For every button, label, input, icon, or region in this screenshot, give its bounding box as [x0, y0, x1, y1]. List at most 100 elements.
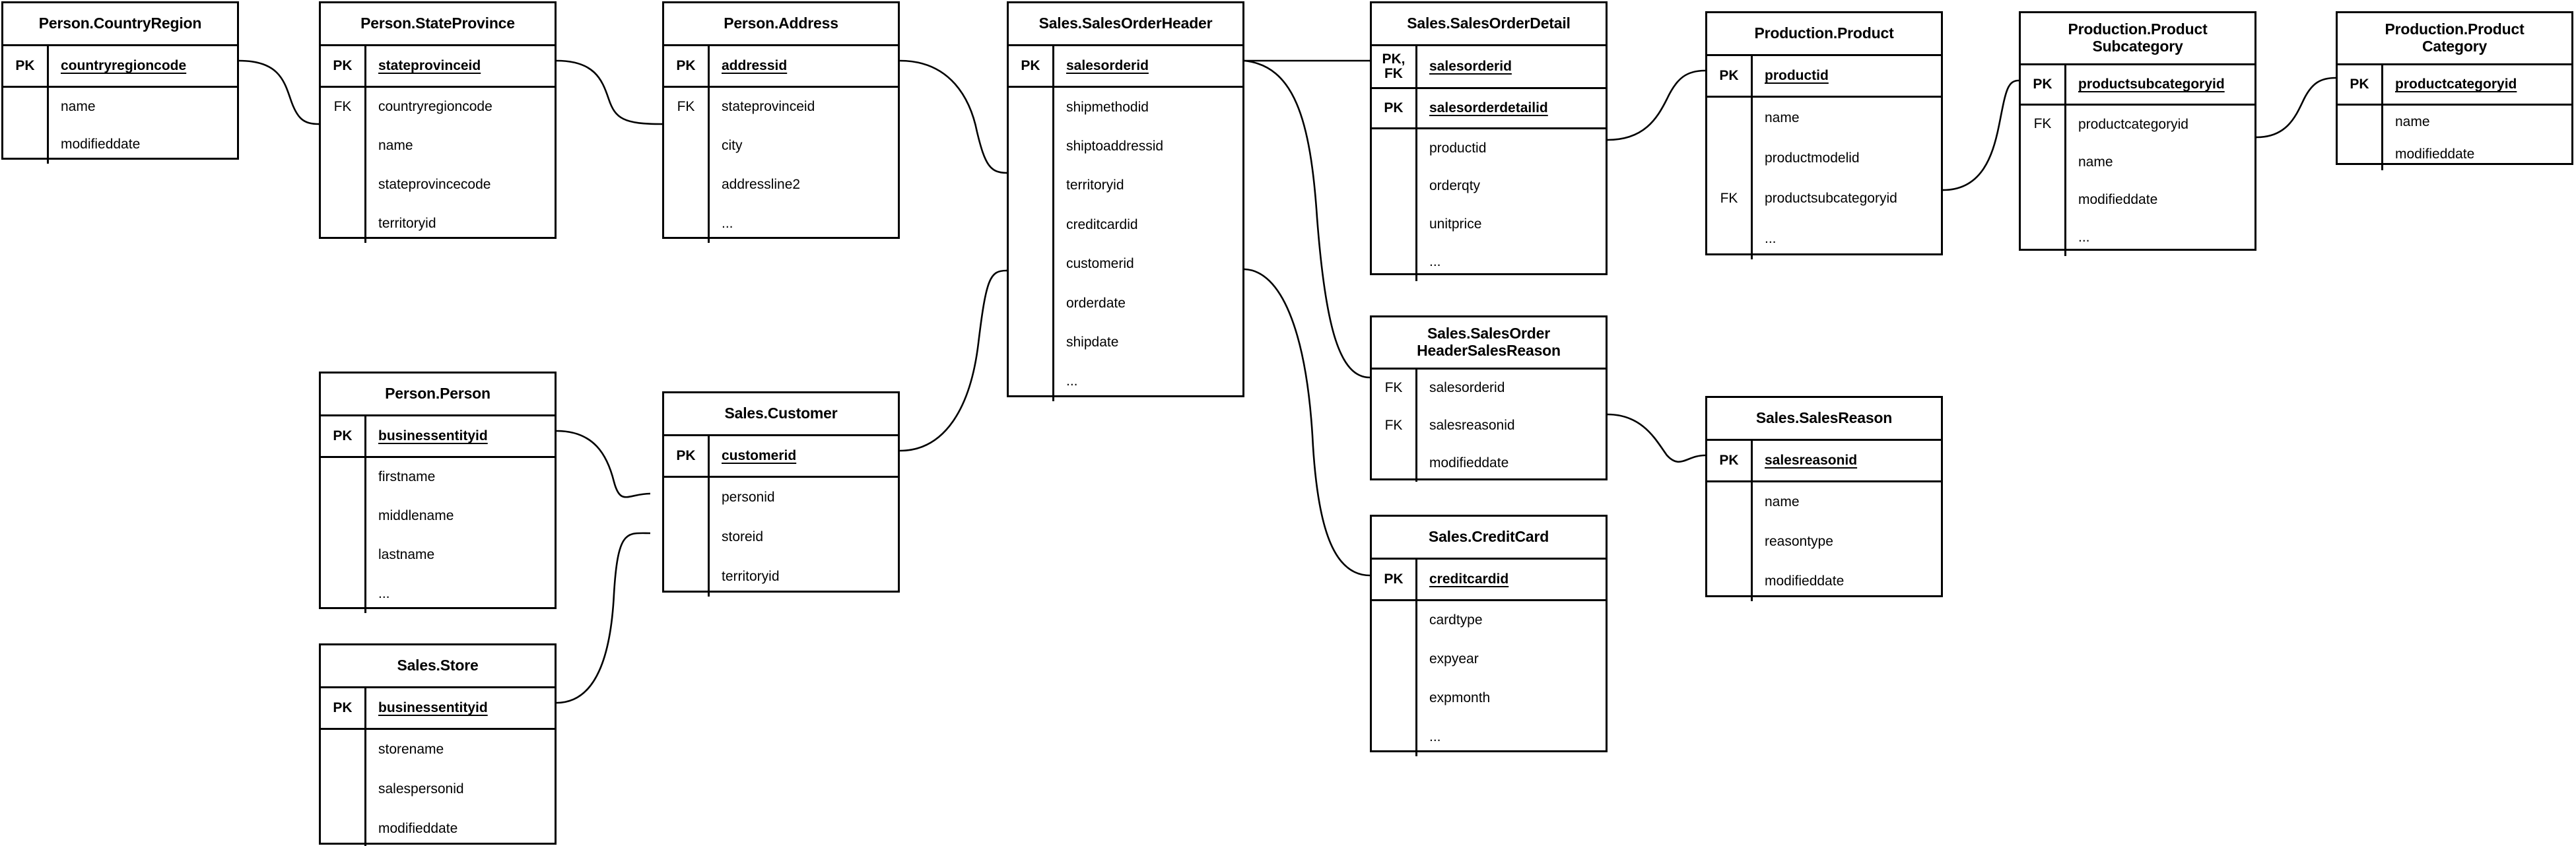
- attribute-row[interactable]: unitprice: [1372, 205, 1606, 244]
- attribute-row[interactable]: territoryid: [664, 557, 898, 597]
- attribute-name: expyear: [1415, 639, 1606, 679]
- attribute-row[interactable]: firstname: [321, 458, 555, 497]
- attribute-row[interactable]: ...: [1372, 717, 1606, 756]
- attribute-row[interactable]: middlename: [321, 496, 555, 536]
- attribute-name: salesreasonid: [1415, 407, 1606, 445]
- attribute-row[interactable]: name: [2021, 143, 2254, 181]
- attribute-row[interactable]: shiptoaddressid: [1009, 127, 1242, 166]
- attribute-key-badge: [664, 557, 708, 597]
- attribute-row[interactable]: productid: [1372, 129, 1606, 168]
- relationship-line: [899, 59, 1007, 174]
- attribute-key-badge: PK: [1719, 67, 1739, 83]
- relationship-line: [1942, 79, 2019, 191]
- attribute-row[interactable]: expyear: [1372, 639, 1606, 679]
- attribute-row[interactable]: cardtype: [1372, 601, 1606, 640]
- attribute-name: storename: [364, 730, 555, 769]
- attribute-row[interactable]: lastname: [321, 535, 555, 575]
- attribute-name: ...: [2064, 218, 2254, 256]
- attribute-row[interactable]: reasontype: [1707, 522, 1941, 562]
- attribute-row[interactable]: ...: [321, 574, 555, 613]
- attribute-key-badge: PK: [1021, 57, 1040, 73]
- attribute-row[interactable]: shipmethodid: [1009, 88, 1242, 127]
- attribute-row[interactable]: ...: [1372, 243, 1606, 281]
- attribute-row[interactable]: orderqty: [1372, 167, 1606, 205]
- attribute-row[interactable]: modifieddate: [2021, 181, 2254, 218]
- attribute-row[interactable]: territoryid: [321, 204, 555, 243]
- attribute-row[interactable]: expmonth: [1372, 678, 1606, 718]
- attribute-row[interactable]: shipdate: [1009, 323, 1242, 362]
- attribute-row[interactable]: ...: [1707, 218, 1941, 259]
- attribute-row[interactable]: modifieddate: [2338, 138, 2571, 170]
- attribute-name: ...: [708, 204, 898, 243]
- attribute-row[interactable]: name: [2338, 106, 2571, 138]
- attribute-name: productcategoryid: [2064, 106, 2254, 143]
- entity-title: Person.StateProvince: [360, 15, 515, 32]
- attribute-key-badge: FK: [677, 99, 695, 115]
- attribute-row[interactable]: modifieddate: [3, 125, 237, 164]
- attribute-row[interactable]: customerid: [1009, 244, 1242, 284]
- attribute-row[interactable]: storeid: [664, 517, 898, 557]
- attribute-row[interactable]: stateprovincecode: [321, 165, 555, 205]
- attribute-row[interactable]: creditcardid: [1009, 205, 1242, 245]
- attribute-row[interactable]: name: [1707, 98, 1941, 139]
- attribute-row[interactable]: ...: [1009, 362, 1242, 401]
- attribute-name: firstname: [364, 458, 555, 497]
- attribute-row[interactable]: name: [1707, 482, 1941, 522]
- attribute-row[interactable]: modifieddate: [321, 809, 555, 846]
- attribute-row[interactable]: territoryid: [1009, 166, 1242, 206]
- attribute-row[interactable]: salespersonid: [321, 769, 555, 809]
- attribute-row[interactable]: productmodelid: [1707, 138, 1941, 179]
- relationship-rel-salesorderheader-soh-salesreason: [1244, 59, 1380, 386]
- attribute-row[interactable]: city: [664, 126, 898, 166]
- attribute-row[interactable]: addressline2: [664, 165, 898, 205]
- attribute-row[interactable]: modifieddate: [1707, 562, 1941, 601]
- attribute-key-badge: PK: [676, 447, 696, 463]
- attribute-row[interactable]: orderdate: [1009, 283, 1242, 323]
- attribute-row[interactable]: name: [321, 126, 555, 166]
- attribute-row[interactable]: ...: [2021, 218, 2254, 256]
- attribute-row[interactable]: modifieddate: [1372, 444, 1606, 482]
- attribute-row[interactable]: ...: [664, 204, 898, 243]
- attribute-row[interactable]: storename: [321, 730, 555, 769]
- attribute-row[interactable]: name: [3, 88, 237, 126]
- attribute-name: salesorderid: [1415, 46, 1606, 87]
- attribute-row[interactable]: personid: [664, 478, 898, 517]
- entity-title: Person.Person: [385, 385, 491, 403]
